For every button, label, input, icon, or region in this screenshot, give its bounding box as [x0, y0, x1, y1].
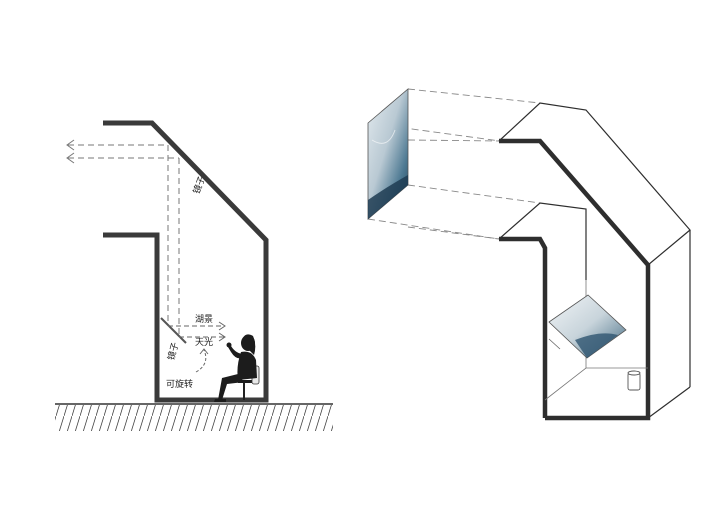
section-drawing: 镜子 湖景 天光 镜子 可旋转 [55, 120, 333, 431]
light-path [68, 144, 180, 334]
projection-lines [367, 88, 541, 240]
label-mirror-top: 镜子 [190, 174, 207, 195]
seat-icon [627, 370, 641, 391]
rotate-arrow-icon [195, 349, 207, 373]
label-skylight: 天光 [195, 336, 213, 348]
person-icon [214, 334, 260, 402]
label-lake-view: 湖景 [195, 314, 213, 325]
label-rotatable: 可旋转 [166, 378, 193, 390]
view-arrows [168, 325, 224, 338]
top-image-panel [367, 88, 409, 220]
axonometric-drawing [367, 88, 691, 421]
label-mirror-bottom: 镜子 [165, 341, 181, 362]
ground [55, 403, 333, 431]
periscope-body [498, 102, 691, 421]
periscope-wall [103, 120, 269, 403]
bottom-mirror [160, 317, 187, 344]
inner-mirror-image [548, 294, 627, 359]
arrow-out-icon [66, 139, 75, 164]
arrow-right-icon [218, 321, 226, 342]
